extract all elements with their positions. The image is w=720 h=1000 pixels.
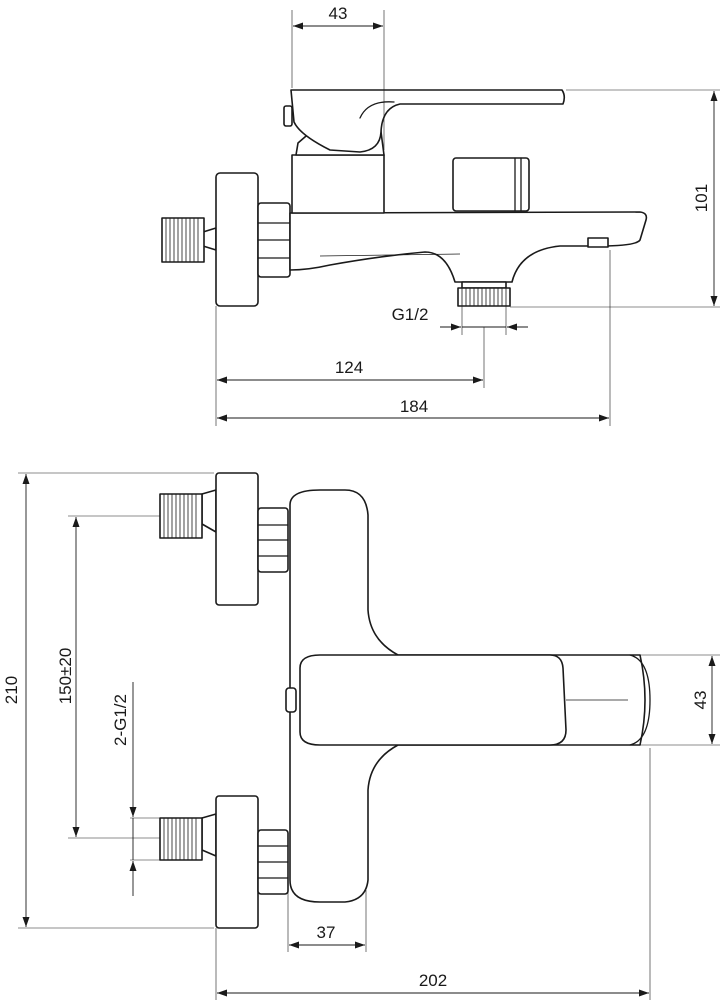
- side-cartridge-body: [291, 154, 385, 214]
- side-spout-body: [289, 211, 648, 283]
- front-lower-hex-connector: [257, 829, 289, 895]
- side-hex-connector: [257, 202, 291, 278]
- side-wall-flange: [215, 172, 259, 307]
- dim-front-inlet-spacing: 150±20: [56, 648, 75, 705]
- dim-front-total-width: 202: [419, 971, 447, 990]
- dim-front-body-width: 37: [317, 923, 336, 942]
- side-inlet-thread: [161, 217, 217, 263]
- side-dimensions: 43 101 G1/2 124 184: [215, 4, 720, 426]
- front-upper-inlet-thread: [159, 489, 217, 539]
- front-view: [159, 472, 651, 929]
- dim-side-height: 101: [692, 184, 711, 212]
- side-lever-handle: [283, 89, 566, 156]
- dim-front-handle-height: 43: [691, 691, 710, 710]
- front-dimensions: 210 150±20 2-G1/2 43 37 202: [2, 472, 720, 1000]
- dim-side-total-depth: 184: [400, 397, 428, 416]
- front-lower-flange: [215, 795, 259, 929]
- dim-side-thread: G1/2: [392, 305, 429, 324]
- dim-front-total-height: 210: [2, 676, 21, 704]
- side-spout-tip: [587, 237, 609, 248]
- front-lever-handle: [285, 654, 651, 746]
- dim-side-top-width: 43: [329, 4, 348, 23]
- dim-front-inlet-thread: 2-G1/2: [111, 694, 130, 746]
- front-upper-flange: [215, 472, 259, 606]
- front-lower-inlet-thread: [159, 813, 217, 861]
- side-diverter-knob: [452, 157, 530, 212]
- dim-side-outlet-distance: 124: [335, 358, 363, 377]
- front-upper-hex-connector: [257, 507, 289, 573]
- side-outlet-thread: [457, 281, 511, 307]
- side-view: [161, 89, 648, 307]
